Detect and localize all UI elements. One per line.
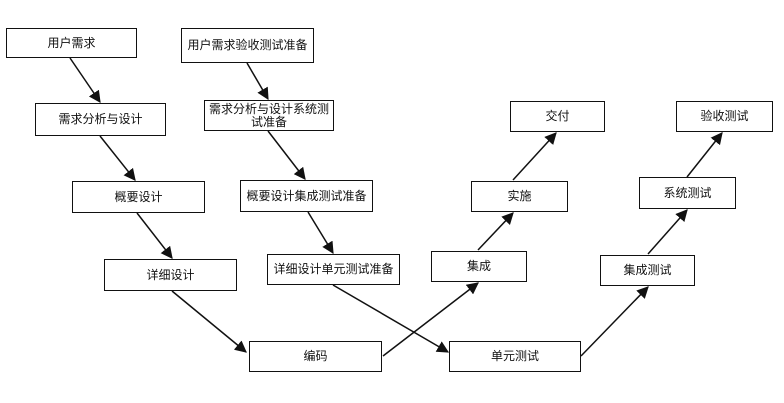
node-requirement-analysis[interactable]: 需求分析与设计 [35,103,166,136]
arrow-implementation-to-delivery [512,132,557,181]
node-label: 需求分析与设计 [58,112,143,126]
arrow-unit-prep-to-unit-test [332,284,450,353]
node-detail-design[interactable]: 详细设计 [104,259,237,291]
node-unit-test[interactable]: 单元测试 [449,341,581,372]
node-delivery[interactable]: 交付 [510,101,605,132]
arrow-req-analysis-to-outline [99,135,136,181]
arrow-system-prep-to-integration-prep [267,130,306,180]
node-label: 编码 [303,349,328,363]
arrow-integration-prep-to-unit-prep [307,211,334,255]
node-label: 单元测试 [490,349,539,363]
node-system-test-prep[interactable]: 需求分析与设计系统测试准备 [204,100,334,131]
node-label: 需求分析与设计系统测试准备 [208,101,329,129]
node-label: 集成 [466,259,491,273]
node-implementation[interactable]: 实施 [471,181,568,212]
node-coding[interactable]: 编码 [249,341,382,372]
node-outline-design[interactable]: 概要设计 [72,181,205,213]
node-acceptance-test[interactable]: 验收测试 [676,101,773,132]
arrow-unit-test-to-integration-test [580,286,649,357]
arrow-system-test-to-acceptance-test [686,132,723,178]
arrow-outline-to-detail [136,212,173,259]
node-label: 概要设计集成测试准备 [246,188,367,203]
node-user-requirement[interactable]: 用户需求 [6,28,137,58]
arrow-integration-to-implementation [477,212,514,251]
node-integration[interactable]: 集成 [431,251,527,282]
arrow-coding-to-integration [382,282,479,357]
node-label: 用户需求 [47,35,96,50]
arrow-integration-test-to-system-test [647,209,688,255]
node-label: 详细设计单元测试准备 [273,262,394,276]
node-unit-test-prep[interactable]: 详细设计单元测试准备 [267,254,400,285]
node-label: 验收测试 [700,109,749,123]
node-label: 概要设计 [114,189,163,204]
node-label: 实施 [507,189,532,203]
node-acceptance-test-prep[interactable]: 用户需求验收测试准备 [181,28,314,63]
arrow-detail-to-coding [171,290,247,353]
node-integration-test-prep[interactable]: 概要设计集成测试准备 [240,180,373,212]
node-label: 交付 [545,109,570,123]
node-label: 系统测试 [663,185,712,200]
arrow-acceptance-prep-to-system-prep [246,62,269,101]
node-label: 用户需求验收测试准备 [187,38,308,52]
node-system-test[interactable]: 系统测试 [639,177,736,209]
node-label: 详细设计 [146,267,195,282]
arrow-user-req-to-req-analysis [69,57,101,103]
node-integration-test[interactable]: 集成测试 [600,255,695,286]
node-label: 集成测试 [623,263,672,277]
